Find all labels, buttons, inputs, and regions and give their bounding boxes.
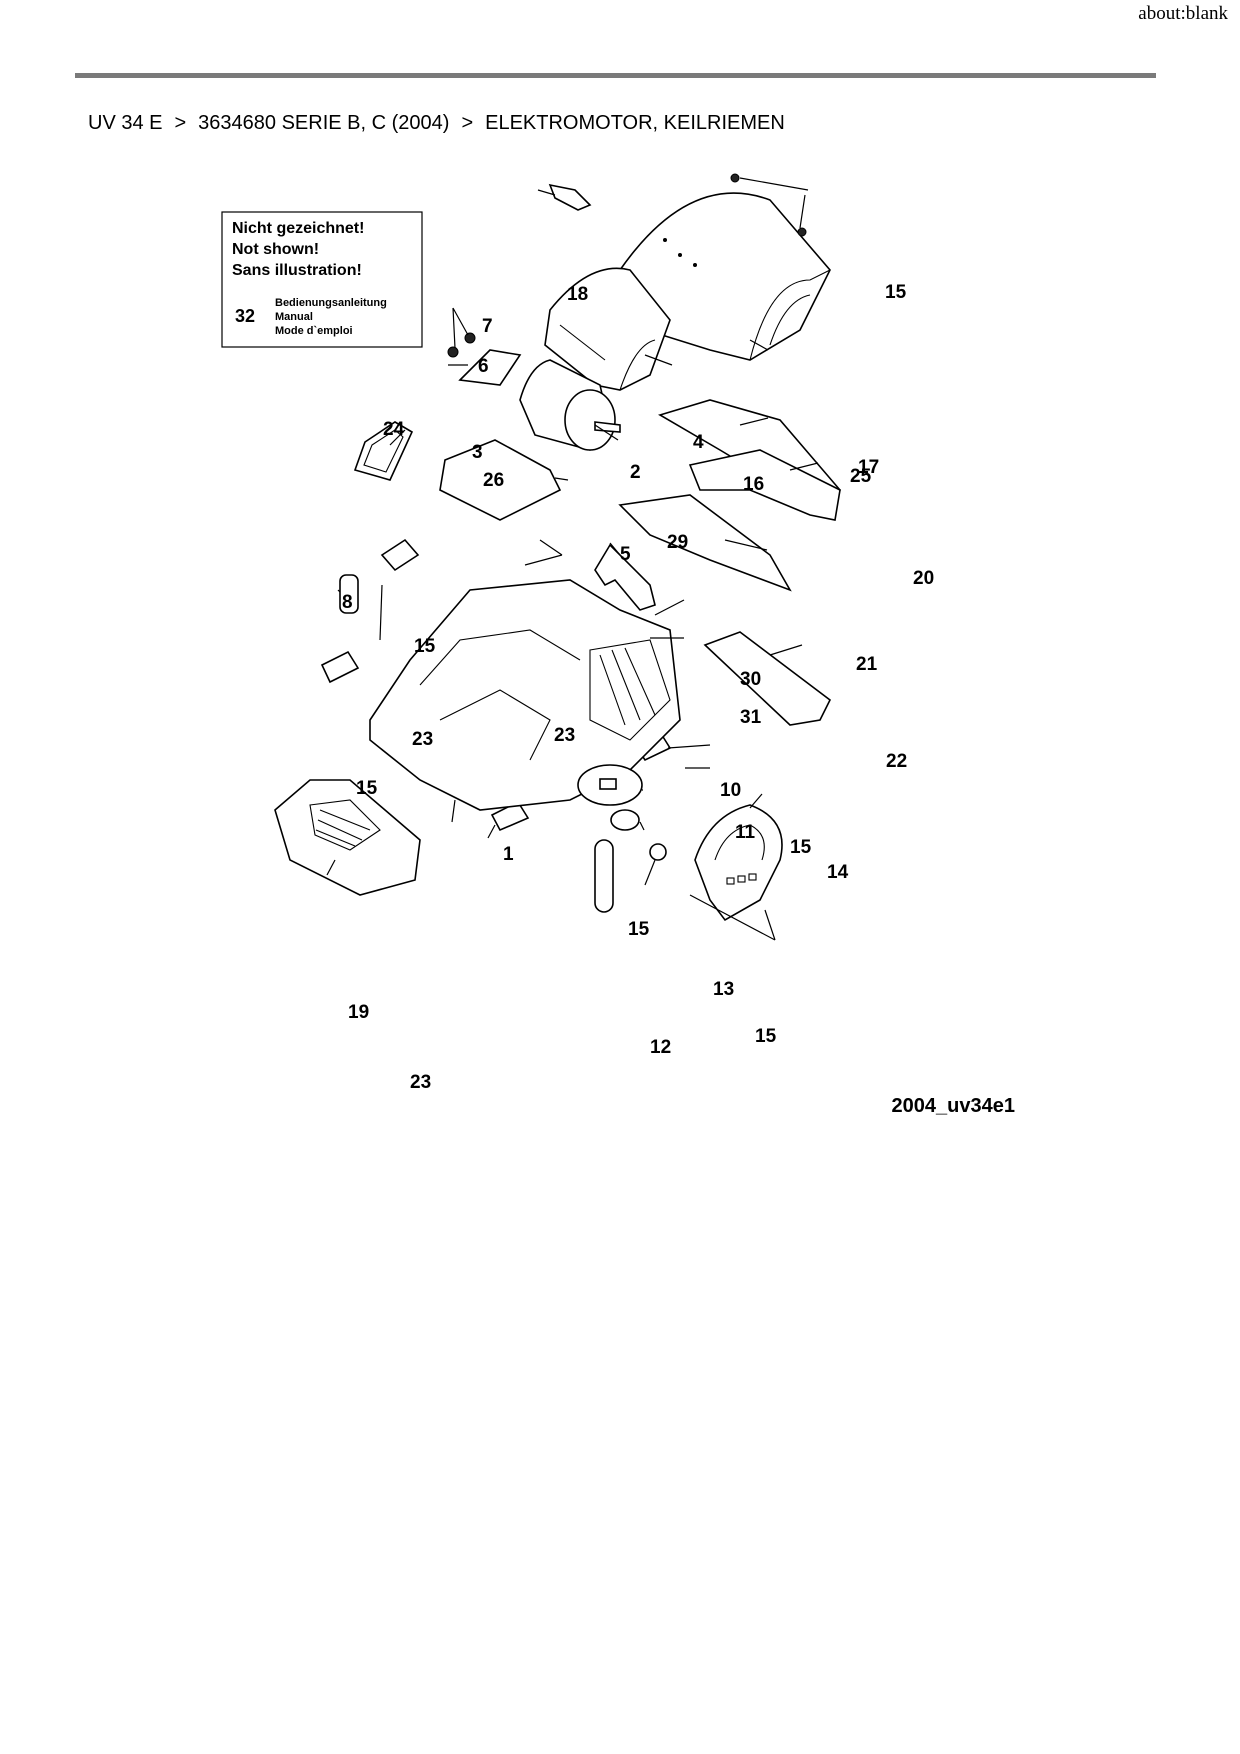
callout-15-left: 15	[414, 636, 436, 657]
callout-4: 4	[693, 432, 704, 453]
callout-21: 21	[856, 654, 878, 675]
breadcrumb-separator: >	[174, 112, 187, 134]
part-2-motor-plate	[439, 439, 562, 521]
callout-16: 16	[743, 474, 764, 495]
not-shown-line-fr: Sans illustration!	[232, 262, 362, 279]
callout-23-left: 23	[412, 729, 433, 750]
callout-22: 22	[886, 751, 907, 772]
part-4-motor	[519, 359, 621, 451]
callout-leader-lines	[326, 177, 819, 941]
callout-17: 17	[858, 457, 879, 478]
part-12-v-belt	[594, 839, 614, 913]
not-shown-line-en: Not shown!	[232, 241, 319, 258]
part-22-grid-plate	[703, 631, 832, 726]
callout-30: 30	[740, 669, 761, 690]
callout-26: 26	[483, 470, 504, 491]
part-17-cover	[619, 192, 831, 361]
breadcrumb-item-section: ELEKTROMOTOR, KEILRIEMEN	[485, 112, 785, 134]
callout-20: 20	[913, 568, 934, 589]
part-6-clamp	[458, 349, 522, 386]
callout-7: 7	[482, 316, 493, 337]
callout-8: 8	[342, 592, 353, 613]
not-shown-item-label-de: Bedienungsanleitung	[275, 297, 387, 309]
diagram-caption: 2004_uv34e1	[892, 1095, 1015, 1117]
callout-13: 13	[713, 979, 734, 1000]
part-8-capacitor	[339, 574, 359, 614]
callout-3: 3	[472, 442, 483, 463]
callout-19: 19	[348, 1002, 369, 1023]
breadcrumb: UV 34 E >3634680 SERIE B, C (2004) > ELEKTR…	[88, 112, 785, 135]
callout-14: 14	[827, 862, 849, 883]
breadcrumb-item-series[interactable]: 3634680 SERIE B, C (2004)	[198, 112, 450, 134]
callout-numbers: 1 2 3 4 5 6 7 8 10 11 12 13 14 15 15 15 …	[342, 282, 934, 1093]
callout-24: 24	[383, 419, 405, 440]
callout-18: 18	[567, 284, 588, 305]
callout-1: 1	[503, 844, 514, 865]
callout-10: 10	[720, 780, 741, 801]
callout-25: 25	[850, 466, 872, 487]
part-10-fan	[577, 764, 643, 806]
not-shown-line-de: Nicht gezeichnet!	[232, 220, 364, 237]
callout-15-bottom: 15	[628, 919, 650, 940]
part-1-housing	[369, 579, 681, 811]
callout-29: 29	[667, 532, 688, 553]
not-shown-item-label-fr: Mode d`emploi	[275, 325, 353, 337]
callout-23-bottom: 23	[410, 1072, 431, 1093]
callout-11: 11	[735, 822, 756, 843]
callout-5: 5	[620, 544, 631, 565]
callout-6: 6	[478, 356, 489, 377]
exploded-parts-diagram: Nicht gezeichnet! Not shown! Sans illust…	[221, 173, 1015, 1117]
callout-15-right: 15	[790, 837, 812, 858]
part-14-rear-cover	[694, 804, 783, 922]
part-15-screws	[730, 173, 807, 237]
breadcrumb-item-model[interactable]: UV 34 E	[88, 112, 163, 134]
breadcrumb-separator: >	[461, 112, 474, 134]
callout-2: 2	[630, 462, 641, 483]
callout-15-rear: 15	[755, 1026, 777, 1047]
not-shown-box: Nicht gezeichnet! Not shown! Sans illust…	[221, 211, 423, 348]
part-11-pulley	[610, 809, 640, 831]
part-19-grille	[274, 779, 421, 896]
callout-15-lower-left: 15	[356, 778, 378, 799]
part-16-belt-cover	[544, 267, 671, 391]
part-18-bracket	[548, 183, 592, 211]
part-25-20-21-covers	[618, 399, 842, 592]
not-shown-item-label-en: Manual	[275, 311, 313, 323]
browser-url-label: about:blank	[1138, 3, 1228, 24]
callout-12: 12	[650, 1037, 671, 1058]
header-divider	[75, 73, 1156, 78]
callout-31: 31	[740, 707, 762, 728]
callout-23-top: 23	[554, 725, 575, 746]
callout-15-top: 15	[885, 282, 907, 303]
not-shown-item-number: 32	[235, 306, 255, 326]
part-13-knob	[649, 843, 667, 861]
part-7-screws	[447, 332, 476, 358]
